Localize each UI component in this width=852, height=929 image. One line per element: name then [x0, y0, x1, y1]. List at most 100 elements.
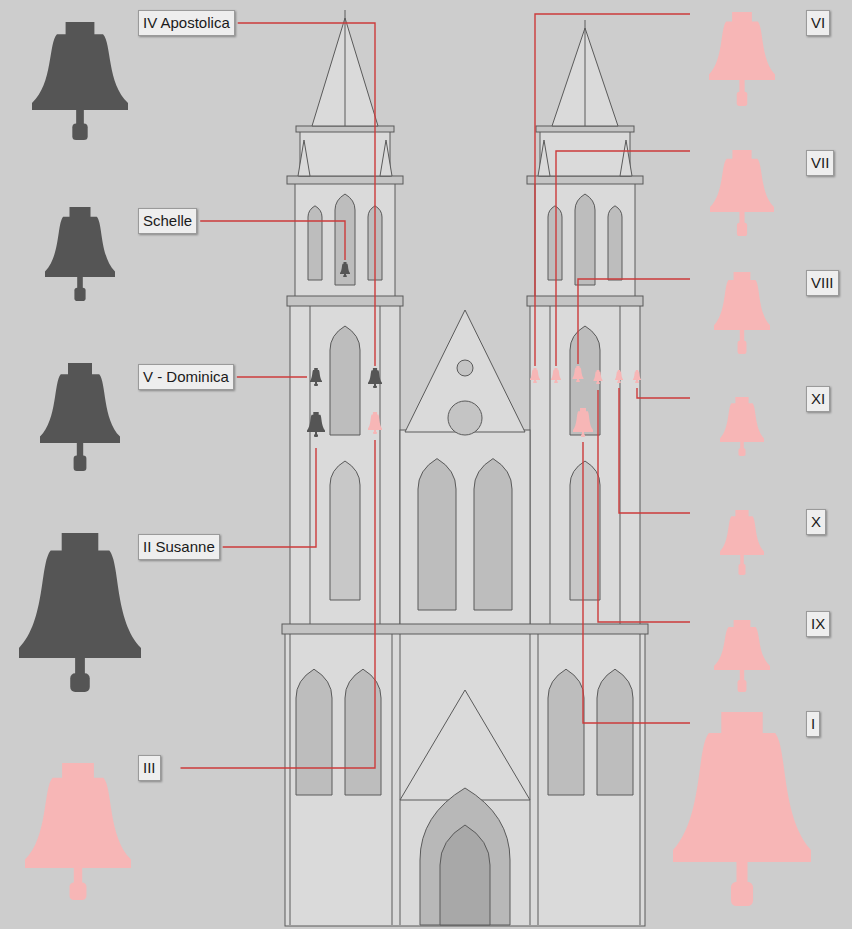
bell-symbol — [710, 150, 774, 236]
buttress — [290, 634, 291, 925]
bell-label: IX — [806, 611, 830, 637]
leader-line — [637, 388, 690, 398]
facade-part — [552, 28, 618, 126]
window — [330, 326, 360, 435]
buttress — [400, 634, 401, 925]
bell-name: VI — [811, 14, 825, 32]
facade-part — [312, 18, 378, 126]
bell-symbol — [25, 763, 131, 900]
bell-symbol — [573, 408, 593, 437]
bell-clapper-ball — [581, 434, 585, 437]
bell-symbol — [594, 370, 603, 384]
bell-clapper-ball — [74, 456, 87, 471]
facade-part — [285, 630, 645, 926]
bell-symbol — [720, 510, 764, 575]
bell-body — [633, 370, 641, 380]
bell-clapper-ball — [738, 680, 747, 692]
bell-clapper-ball — [576, 380, 580, 382]
cathedral-facade — [282, 10, 648, 926]
bells — [19, 12, 811, 906]
bell-clapper-ball — [617, 381, 621, 383]
facade-part — [530, 300, 640, 630]
spire-rib — [345, 18, 346, 126]
bell-name: II Susanne — [143, 538, 215, 556]
bell-body — [710, 150, 774, 212]
buttress — [310, 306, 311, 630]
bell-clapper-ball — [738, 564, 745, 575]
facade-part — [287, 176, 403, 184]
bell-symbol — [530, 368, 540, 383]
bell-symbol — [673, 712, 811, 906]
facade-part — [620, 140, 632, 176]
facade-part — [400, 690, 530, 800]
bell-body — [573, 408, 593, 432]
bell-symbol — [45, 207, 115, 301]
window — [570, 461, 600, 600]
leader-lines — [181, 14, 690, 768]
facade-part — [300, 130, 390, 176]
bell-label: Schelle — [138, 208, 197, 234]
leader-line — [535, 14, 690, 366]
bell-label: VIII — [806, 270, 839, 296]
bell-label: III — [138, 755, 161, 781]
bell-clapper — [636, 380, 638, 383]
bell-name: X — [811, 513, 821, 531]
buttress — [380, 306, 381, 630]
buttress — [550, 306, 551, 630]
bell-clapper-ball — [373, 386, 377, 388]
facade-part — [287, 296, 403, 306]
bell-name: I — [811, 715, 815, 733]
bell-body — [714, 620, 770, 670]
window — [420, 788, 510, 925]
bell-body — [340, 262, 350, 274]
bell-body — [615, 370, 623, 380]
window — [418, 459, 456, 610]
bell-clapper — [597, 381, 599, 384]
bell-name: Schelle — [143, 212, 192, 230]
facade-part — [536, 126, 634, 132]
bell-symbol — [32, 22, 128, 140]
window — [548, 206, 562, 280]
window — [597, 669, 633, 795]
window — [608, 206, 622, 280]
bell-body — [40, 363, 120, 443]
bell-body — [19, 533, 141, 658]
facade-part — [538, 140, 550, 176]
facade-part — [527, 296, 643, 306]
facade-part — [296, 126, 394, 132]
bell-body — [709, 12, 775, 80]
bell-clapper-ball — [70, 673, 90, 692]
spire-cross — [585, 20, 586, 28]
bell-clapper — [582, 432, 584, 437]
bell-clapper — [344, 274, 346, 277]
leader-line — [223, 448, 316, 547]
facade-part — [298, 140, 310, 176]
window — [440, 825, 490, 925]
bell-clapper-ball — [737, 223, 747, 236]
bell-body — [368, 412, 382, 430]
bell-symbol — [368, 412, 382, 434]
bell-label: IV Apostolica — [138, 10, 235, 36]
bell-symbol — [307, 412, 325, 437]
bell-clapper — [374, 384, 376, 388]
bell-clapper-ball — [72, 124, 87, 141]
bell-body — [673, 712, 811, 862]
bell-name: III — [143, 759, 156, 777]
bell-symbol — [40, 363, 120, 471]
bell-clapper-ball — [314, 384, 318, 386]
leader-line — [237, 376, 307, 377]
facade-part — [540, 130, 630, 176]
facade-part — [282, 624, 648, 634]
leader-line — [181, 440, 375, 768]
bell-body — [310, 368, 322, 382]
bell-label: I — [806, 711, 820, 737]
buttress — [640, 634, 641, 925]
bell-clapper-ball — [343, 275, 347, 277]
bell-symbol — [709, 12, 775, 106]
bell-body — [720, 397, 764, 442]
bell-clapper-ball — [596, 382, 600, 384]
bell-clapper — [315, 432, 317, 437]
bell-clapper-ball — [70, 882, 87, 900]
bell-clapper — [315, 382, 317, 386]
bell-symbol — [633, 370, 641, 383]
